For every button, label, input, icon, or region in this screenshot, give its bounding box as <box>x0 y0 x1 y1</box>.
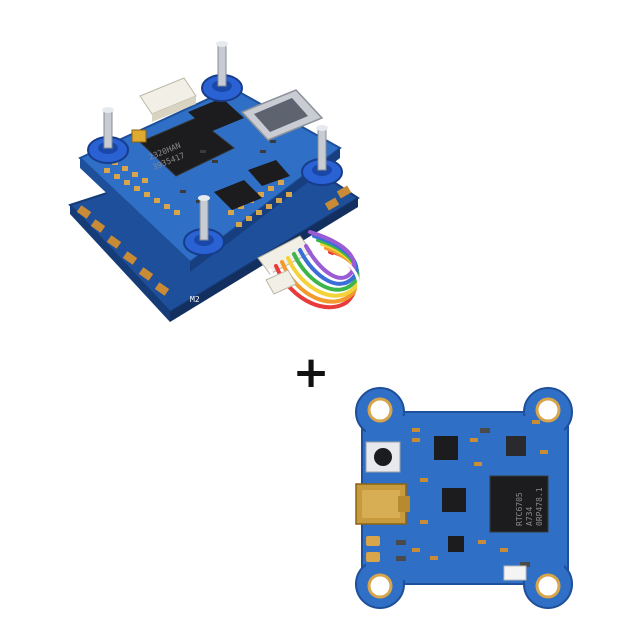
esc-silkscreen-label: M2 <box>190 295 200 304</box>
vtx-ic-3 <box>506 436 526 456</box>
vtx-antenna-connector <box>355 483 410 525</box>
vtx-smd-components <box>412 420 548 560</box>
vtx-push-button <box>365 441 401 473</box>
vtx-solder-pads <box>366 536 380 562</box>
fc-osd-chip <box>214 180 262 210</box>
standoff-2 <box>201 41 243 102</box>
fc-mcu-chip: 2320HAN 3935417 <box>139 117 235 177</box>
fc-imu-chip <box>188 98 244 132</box>
vtx-chip-marking-1: RTC6705 <box>515 492 524 526</box>
vtx-rf-chip: RTC6705 A734 0RP478.1 <box>489 475 549 533</box>
vtx-ic-4 <box>448 536 464 552</box>
vtx-board: RTC6705 A734 0RP478.1 <box>355 387 573 609</box>
usb-c-port <box>240 89 324 141</box>
fc-side-connector <box>257 235 313 275</box>
vtx-chip-marking-3: 0RP478.1 <box>535 487 544 526</box>
fc-flash-chip <box>248 160 290 186</box>
standoff-3 <box>301 125 343 186</box>
fc-esc-stack: M2 <box>68 41 361 322</box>
fc-board: 2320HAN 3935417 <box>78 77 342 275</box>
fc-smd-components <box>180 140 276 203</box>
wire-end-connector <box>265 269 297 295</box>
vtx-chip-marking-2: A734 <box>525 507 534 526</box>
vtx-ic-2 <box>442 488 466 512</box>
wire-harness <box>268 230 361 316</box>
fc-boot-button <box>131 129 147 143</box>
standoff-1 <box>87 107 129 164</box>
standoff-4 <box>183 195 225 256</box>
fc-top-connector <box>139 77 197 122</box>
vtx-mount-holes <box>367 397 561 599</box>
vtx-ic-1 <box>434 436 458 460</box>
vtx-bottom-connector <box>503 565 527 581</box>
esc-motor-pads <box>76 185 352 296</box>
plus-separator: + <box>292 347 330 398</box>
